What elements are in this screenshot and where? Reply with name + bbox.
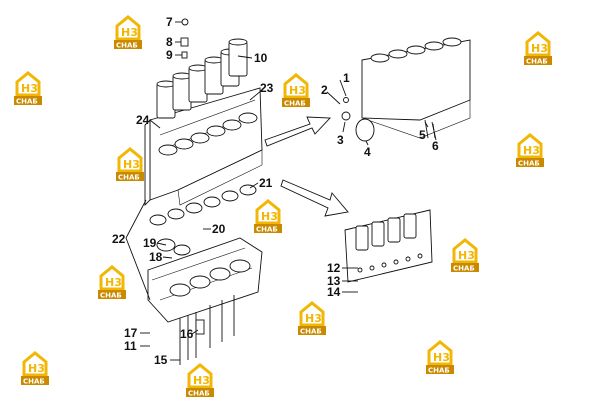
callout-15: 15 bbox=[154, 353, 168, 367]
watermark-monogram: H3 bbox=[28, 362, 45, 375]
callout-18: 18 bbox=[149, 250, 163, 264]
crankcase-assembly bbox=[147, 237, 263, 365]
engine-block-assembly bbox=[144, 18, 263, 207]
watermark-word: CHAБ bbox=[428, 367, 450, 375]
callout-16: 16 bbox=[180, 327, 194, 341]
watermark-monogram: H3 bbox=[193, 374, 210, 387]
watermark-monogram: H3 bbox=[289, 84, 306, 97]
leader-lines bbox=[125, 21, 436, 361]
liner-fasteners bbox=[357, 253, 423, 273]
watermark-monogram: H3 bbox=[105, 276, 122, 289]
watermark-monogram: H3 bbox=[433, 351, 450, 364]
callout-4: 4 bbox=[364, 145, 371, 159]
watermark-word: CHAБ bbox=[118, 174, 140, 182]
callout-7: 7 bbox=[166, 15, 173, 29]
watermark-word: CHAБ bbox=[100, 292, 122, 300]
watermark-monogram: H3 bbox=[123, 158, 140, 171]
watermark-word: CHAБ bbox=[284, 100, 306, 108]
watermark-monogram: H3 bbox=[21, 82, 38, 95]
callout-1: 1 bbox=[343, 71, 350, 85]
callout-19: 19 bbox=[143, 236, 157, 250]
callout-12: 12 bbox=[327, 261, 341, 275]
watermark-monogram: H3 bbox=[531, 42, 548, 55]
callout-numbers: 7 8 9 10 23 24 1 2 3 4 5 6 21 22 19 20 1… bbox=[112, 15, 439, 367]
block-view-bottom-right bbox=[344, 209, 433, 283]
callout-8: 8 bbox=[166, 35, 173, 49]
callout-23: 23 bbox=[260, 81, 274, 95]
callout-6: 6 bbox=[432, 139, 439, 153]
watermark-monogram: H3 bbox=[121, 26, 138, 39]
cylinder-bores bbox=[158, 112, 258, 156]
watermark-word: CHAБ bbox=[16, 98, 38, 106]
callout-13: 13 bbox=[327, 274, 341, 288]
watermark-word: CHAБ bbox=[256, 226, 278, 234]
watermark-monogram: H3 bbox=[305, 312, 322, 325]
callout-24: 24 bbox=[136, 113, 150, 127]
block-view-top-right bbox=[341, 37, 471, 142]
callout-11: 11 bbox=[124, 339, 137, 353]
watermark-word: CHAБ bbox=[116, 42, 138, 50]
watermark-monogram: H3 bbox=[261, 210, 278, 223]
watermark-monogram: H3 bbox=[523, 144, 540, 157]
cylinder-liners bbox=[156, 38, 248, 119]
callout-14: 14 bbox=[327, 285, 341, 299]
liner-row bbox=[355, 213, 417, 251]
watermark-word: CHAБ bbox=[518, 160, 540, 168]
callout-9: 9 bbox=[166, 48, 173, 62]
bolts bbox=[179, 295, 235, 365]
main-bearing-saddles bbox=[169, 259, 251, 297]
callout-21: 21 bbox=[259, 176, 273, 190]
callout-2: 2 bbox=[321, 83, 328, 97]
watermark-word: CHAБ bbox=[188, 390, 210, 398]
callout-5: 5 bbox=[419, 128, 426, 142]
explode-arrows bbox=[264, 116, 349, 217]
top-bores bbox=[370, 37, 462, 63]
watermark-monogram: H3 bbox=[458, 249, 475, 262]
watermark-word: CHAБ bbox=[453, 265, 475, 273]
callout-17: 17 bbox=[124, 326, 138, 340]
watermark-word: CHAБ bbox=[23, 378, 45, 386]
callout-3: 3 bbox=[337, 133, 344, 147]
watermark-word: CHAБ bbox=[526, 58, 548, 66]
callout-22: 22 bbox=[112, 232, 126, 246]
watermark-word: CHAБ bbox=[300, 328, 322, 336]
callout-10: 10 bbox=[254, 51, 268, 65]
bearing-shells bbox=[149, 184, 257, 256]
callout-20: 20 bbox=[212, 222, 226, 236]
